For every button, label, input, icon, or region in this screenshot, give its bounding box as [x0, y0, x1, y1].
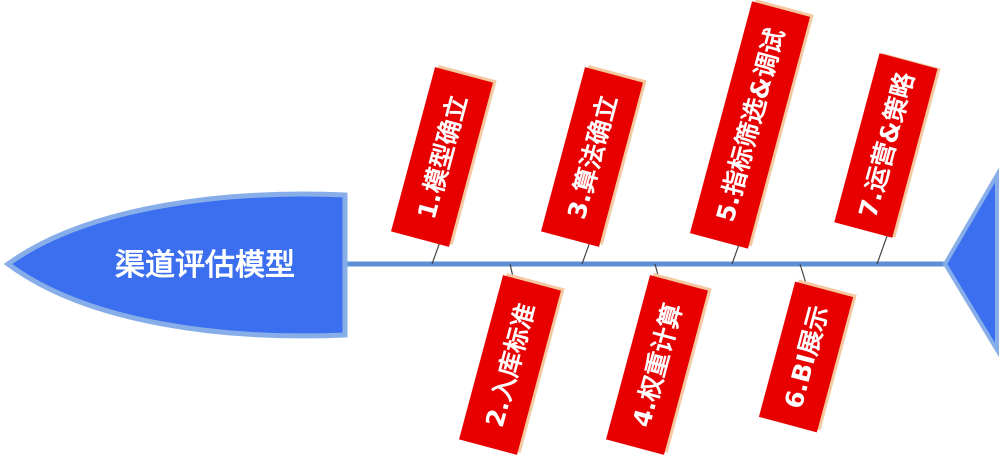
step-tag-3: 3.算法确立 — [541, 65, 647, 247]
head-label: 渠道评估模型 — [115, 248, 295, 283]
fish-head — [3, 191, 348, 339]
step-tag-7: 7.运营&策略 — [834, 53, 941, 238]
tag-box — [758, 281, 854, 433]
tag-box — [834, 53, 938, 238]
step-tag-1: 1.模型确立 — [391, 65, 497, 247]
fish-tail — [942, 167, 999, 358]
step-tag-4: 4.权重计算 — [606, 273, 712, 455]
step-tag-5: 5.指标筛选&调试 — [689, 0, 814, 249]
tag-box — [606, 275, 708, 455]
step-tag-6: 6.BI展示 — [758, 279, 857, 433]
tag-box — [391, 67, 493, 247]
tag-box — [541, 67, 643, 247]
step-tag-2: 2.入库标准 — [459, 273, 565, 455]
tag-box — [459, 275, 561, 455]
tag-box — [689, 1, 811, 249]
